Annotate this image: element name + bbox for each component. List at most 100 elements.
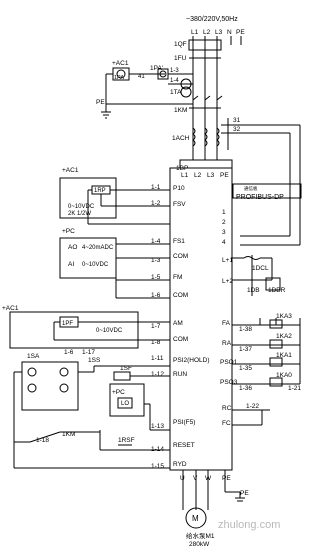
w41-label: 41	[138, 74, 145, 80]
wire-labels-left: 1-1 1-2 1-4 1-3 1-5 1-6 1-7 1-8 1-11 1-1…	[36, 184, 164, 470]
svg-text:PSI2(HOLD): PSI2(HOLD)	[173, 357, 209, 364]
w13-top-label: 1-3	[170, 68, 179, 74]
r32-label: 32	[233, 126, 241, 133]
svg-text:1-7: 1-7	[151, 323, 161, 330]
svg-text:1-3: 1-3	[151, 257, 161, 264]
db-label: 1DB	[247, 287, 260, 294]
drive-body	[169, 167, 233, 471]
sf-label: 1SF	[120, 365, 132, 372]
pe-top-label: PE	[96, 99, 105, 106]
svg-text:1-6: 1-6	[64, 349, 74, 356]
drive-top-terminals: L1 L2 L3 PE	[181, 172, 229, 179]
svg-text:P10: P10	[173, 185, 185, 192]
svg-text:1-2: 1-2	[151, 200, 161, 207]
svg-text:AM: AM	[173, 320, 183, 327]
km2-label: 1KM	[62, 431, 75, 438]
svg-text:RC: RC	[222, 405, 232, 412]
svg-text:1-22: 1-22	[246, 403, 259, 410]
svg-text:1-13: 1-13	[151, 423, 164, 430]
svg-text:2: 2	[222, 219, 226, 226]
motor-power: 280kW	[189, 541, 210, 548]
r31-label: 31	[233, 117, 241, 124]
svg-text:1-18: 1-18	[36, 437, 49, 444]
svg-text:3: 3	[222, 229, 226, 236]
ammeter-group	[105, 67, 193, 105]
svg-text:COM: COM	[173, 253, 188, 260]
drive-num-pins: 1 2 3 4	[222, 209, 226, 246]
svg-text:L1: L1	[191, 29, 199, 36]
svg-text:COM: COM	[173, 292, 188, 299]
svg-text:PE: PE	[222, 475, 231, 482]
sa-label: 1SA	[27, 353, 40, 360]
pot-spec2: 0~10VDC	[68, 204, 95, 210]
supply-label: ~380/220V,50Hz	[186, 16, 238, 23]
svg-text:L+2: L+2	[222, 278, 233, 285]
ka2-label: 1KA2	[276, 333, 292, 340]
wire-labels-right: 1-38 1-37 1-35 1-36 1-21 1-22	[239, 326, 301, 410]
svg-text:COM: COM	[173, 336, 188, 343]
svg-text:1-17: 1-17	[82, 349, 95, 356]
svg-text:N: N	[227, 29, 232, 36]
svg-text:1-21: 1-21	[288, 385, 301, 392]
drive-left-pins: P10 FSV FS1 COM FM COM AM COM PSI2(HOLD)…	[173, 185, 209, 468]
profibus-label: PROFIBUS-DP	[236, 194, 284, 201]
svg-text:RYD: RYD	[173, 461, 187, 468]
pc-ao-range: 4~20mADC	[82, 245, 114, 251]
reactor-1ach	[192, 118, 229, 150]
ach-label: 1ACH	[172, 135, 190, 142]
ka0-label: 1KA0	[276, 372, 292, 379]
svg-text:FSV: FSV	[173, 201, 186, 208]
svg-text:L3: L3	[215, 29, 223, 36]
svg-text:1-38: 1-38	[239, 326, 252, 333]
ss-label: 1SS	[88, 357, 101, 364]
svg-text:FA: FA	[222, 320, 231, 327]
w14-top-label: 1-4	[170, 78, 179, 84]
svg-text:1-1: 1-1	[151, 184, 161, 191]
svg-text:PSI(F5): PSI(F5)	[173, 419, 195, 426]
shield-lines	[221, 124, 301, 246]
watermark: zhulong.com	[218, 519, 280, 531]
svg-text:L3: L3	[207, 172, 215, 179]
pot-wires	[87, 189, 170, 225]
profibus-box	[232, 183, 302, 199]
ground-symbol-top	[101, 104, 111, 119]
motor-name: 给水泵M1	[186, 531, 215, 540]
svg-text:FM: FM	[173, 274, 182, 281]
svg-text:L2: L2	[194, 172, 202, 179]
main-bus-lines	[192, 36, 242, 160]
ac1-top-tag: +AC1	[112, 60, 129, 67]
qf-label: 1QF	[174, 41, 187, 48]
supply-phase-labels: L1 L2 L3 N PE	[191, 29, 245, 36]
svg-text:4: 4	[222, 239, 226, 246]
profibus-small-label: 通信板	[244, 185, 258, 192]
svg-text:1-15: 1-15	[151, 463, 164, 470]
drive-bottom-pins: U V W PE	[180, 475, 231, 482]
lo-label: LO	[121, 401, 129, 407]
svg-text:RA: RA	[222, 340, 232, 347]
contactor-1km	[189, 95, 223, 109]
pa-label: 1PA'	[150, 65, 163, 72]
ac1b-box	[9, 311, 139, 349]
svg-text:L2: L2	[203, 29, 211, 36]
pc-wires	[115, 243, 170, 299]
svg-text:PSO1: PSO1	[220, 359, 238, 366]
ac1b-tag: +AC1	[2, 305, 19, 312]
svg-text:1-5: 1-5	[151, 274, 161, 281]
svg-text:L1: L1	[181, 172, 189, 179]
svg-text:1-8: 1-8	[151, 339, 161, 346]
switch-circuit	[13, 361, 170, 442]
pf-wires	[53, 321, 170, 341]
svg-text:RESET: RESET	[173, 442, 195, 449]
dcl-label: 1DCL	[252, 265, 269, 272]
svg-text:FS1: FS1	[173, 238, 185, 245]
pf-tag: 1PF	[62, 321, 73, 327]
ground-symbol-bottom	[235, 492, 245, 502]
pf-range: 0~10VDC	[96, 328, 123, 334]
svg-text:1-37: 1-37	[239, 346, 252, 353]
svg-text:RUN: RUN	[173, 371, 187, 378]
pot-spec1: 2K 1/2W	[68, 211, 91, 217]
tp-label: 1PA	[114, 75, 124, 81]
fu-label: 1FU	[174, 55, 187, 62]
pc-ai-label: AI	[68, 261, 74, 268]
motor-label: M	[192, 514, 199, 523]
